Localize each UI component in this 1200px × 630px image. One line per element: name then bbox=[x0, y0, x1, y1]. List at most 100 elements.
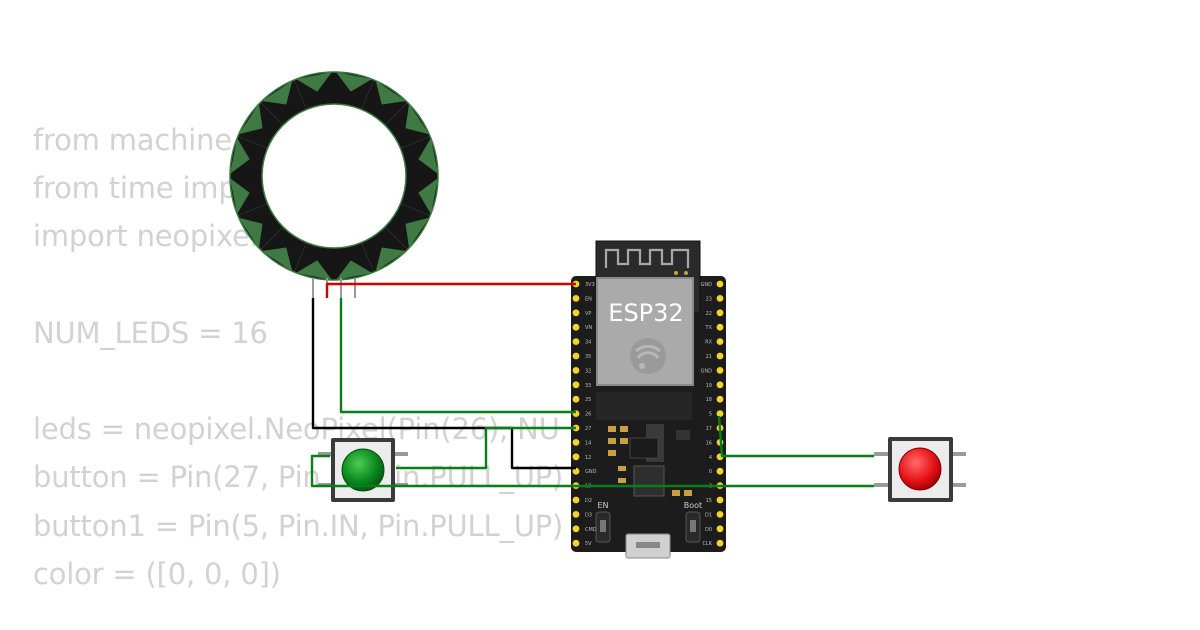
pin-label: CLK bbox=[702, 541, 712, 547]
wire-green-button-return[interactable] bbox=[310, 454, 576, 488]
neopixel-led-marker bbox=[375, 247, 407, 272]
neopixel-led-marker bbox=[418, 178, 438, 214]
espressif-logo-icon bbox=[630, 338, 666, 374]
wire-green-button-signal[interactable] bbox=[396, 426, 576, 470]
header-pin[interactable] bbox=[716, 395, 724, 403]
pin-label: GND bbox=[701, 368, 713, 374]
pin-label: 34 bbox=[585, 340, 591, 346]
pin-label: 25 bbox=[585, 397, 591, 403]
header-pin[interactable] bbox=[716, 323, 724, 331]
pin-label: 19 bbox=[706, 383, 712, 389]
code-line: color = ([0, 0, 0]) bbox=[33, 556, 281, 591]
header-pin[interactable] bbox=[572, 525, 580, 533]
header-pin[interactable] bbox=[572, 381, 580, 389]
header-pin[interactable] bbox=[716, 539, 724, 547]
header-pin[interactable] bbox=[572, 453, 580, 461]
pin-label: 14 bbox=[585, 440, 591, 446]
boot-button-label: Boot bbox=[684, 501, 702, 510]
neopixel-led-marker bbox=[336, 72, 372, 92]
pin-label: D3 bbox=[585, 512, 592, 518]
pin-label: D0 bbox=[705, 527, 712, 533]
header-pin[interactable] bbox=[572, 439, 580, 446]
red-pushbutton[interactable] bbox=[874, 437, 966, 502]
esp32-board[interactable]: ESP32 EN bbox=[571, 240, 726, 559]
header-pin[interactable] bbox=[572, 467, 580, 475]
header-pin[interactable] bbox=[572, 496, 580, 504]
pin-label: 3V3 bbox=[585, 282, 595, 288]
pin-label: 35 bbox=[585, 354, 591, 360]
pin-label: RX bbox=[705, 340, 712, 346]
header-pin[interactable] bbox=[716, 338, 724, 345]
header-pin[interactable] bbox=[716, 496, 724, 504]
pin-label: GND bbox=[701, 282, 713, 288]
header-pin[interactable] bbox=[716, 367, 724, 374]
header-pin[interactable] bbox=[716, 381, 724, 389]
esp32-label: ESP32 bbox=[608, 299, 683, 327]
header-pin[interactable] bbox=[572, 309, 580, 317]
header-pin[interactable] bbox=[572, 295, 580, 302]
pin-label: 5 bbox=[709, 412, 712, 418]
left-pin-header: 3V3ENVPVN343532332526271412GND13D2D3CMD5… bbox=[572, 280, 597, 547]
pin-label: VP bbox=[585, 311, 591, 317]
neopixel-led-marker bbox=[405, 103, 430, 135]
pin-label: 16 bbox=[706, 440, 712, 446]
header-pin[interactable] bbox=[716, 280, 724, 288]
code-line: button = Pin(27, Pin.IN, Pin.PULL_UP) bbox=[33, 460, 564, 495]
header-pin[interactable] bbox=[716, 511, 724, 518]
pin-label: D1 bbox=[705, 512, 712, 518]
pin-label: 33 bbox=[585, 383, 591, 389]
header-pin[interactable] bbox=[572, 511, 580, 518]
header-pin[interactable] bbox=[572, 338, 580, 345]
pin-label: VN bbox=[585, 325, 592, 331]
pin-label: 21 bbox=[706, 354, 712, 360]
pin-label: TX bbox=[705, 325, 713, 331]
header-pin[interactable] bbox=[716, 295, 724, 302]
green-button-cap[interactable] bbox=[341, 448, 385, 492]
neopixel-led-marker bbox=[405, 217, 430, 249]
pin-label: GND bbox=[585, 469, 597, 475]
neopixel-ring-pins bbox=[312, 278, 356, 298]
boot-button[interactable] bbox=[685, 511, 701, 543]
neopixel-led-marker bbox=[230, 178, 250, 214]
header-pin[interactable] bbox=[716, 525, 724, 533]
code-line: import neopixel bbox=[33, 219, 258, 254]
header-pin[interactable] bbox=[572, 323, 580, 331]
wire-red-button-signal[interactable] bbox=[717, 415, 874, 458]
code-line: NUM_LEDS = 16 bbox=[33, 315, 268, 350]
pin-label: 5V bbox=[585, 541, 592, 547]
neopixel-ring[interactable] bbox=[229, 71, 439, 298]
wire-power[interactable] bbox=[325, 282, 576, 298]
neopixel-led-marker bbox=[230, 138, 250, 174]
pin-label: 0 bbox=[709, 469, 712, 475]
header-pin[interactable] bbox=[572, 367, 580, 374]
red-button-cap[interactable] bbox=[898, 447, 942, 491]
en-button-label: EN bbox=[597, 501, 608, 510]
neopixel-led-marker bbox=[296, 260, 332, 280]
wire-neopixel-data[interactable] bbox=[339, 298, 576, 414]
pin-label: 26 bbox=[585, 412, 591, 418]
header-pin[interactable] bbox=[716, 352, 724, 360]
pin-label: 17 bbox=[706, 426, 712, 432]
pin-label: 23 bbox=[706, 296, 712, 302]
neopixel-led-marker bbox=[375, 80, 407, 105]
header-pin[interactable] bbox=[716, 467, 724, 475]
pin-label: 27 bbox=[585, 426, 591, 432]
neopixel-led-marker bbox=[418, 138, 438, 174]
header-pin[interactable] bbox=[572, 395, 580, 403]
pin-label: 22 bbox=[706, 311, 712, 317]
neopixel-led-marker bbox=[296, 72, 332, 92]
header-pin[interactable] bbox=[572, 539, 580, 547]
pin-label: 12 bbox=[585, 455, 591, 461]
header-pin[interactable] bbox=[572, 352, 580, 360]
header-pin[interactable] bbox=[716, 309, 724, 317]
pin-label: EN bbox=[585, 296, 592, 302]
pin-label: 15 bbox=[706, 498, 712, 504]
header-pin[interactable] bbox=[716, 410, 724, 417]
neopixel-led-marker bbox=[261, 80, 293, 105]
pin-label: 4 bbox=[709, 455, 712, 461]
neopixel-led-marker bbox=[238, 103, 263, 135]
en-button[interactable] bbox=[595, 511, 611, 543]
green-pushbutton[interactable] bbox=[318, 438, 408, 502]
